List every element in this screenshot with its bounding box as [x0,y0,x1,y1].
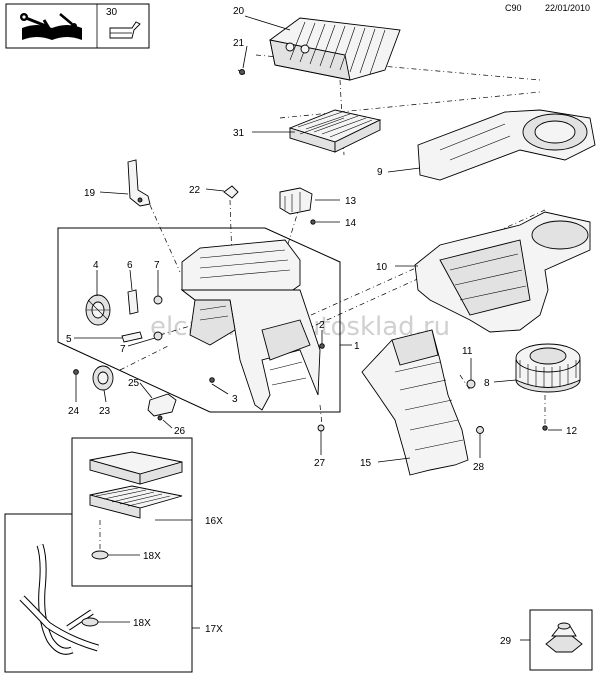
callout-2: 2 [319,320,325,331]
part-2-screw [319,343,325,349]
callout-21: 21 [233,38,245,49]
header-tool-box: 30 [5,3,150,49]
diagram-code: C90 [505,3,522,13]
part-20-evaporator-core [269,17,401,81]
callout-24: 24 [68,406,80,417]
wrench-book-icon [20,13,82,40]
part-18-seal-upper [91,520,109,560]
part-3-screw [209,377,215,383]
callout-16: 16X [205,516,223,527]
part-7-nut-upper [153,295,163,305]
part-16-filter-kit-box [71,437,193,587]
part-7-nut-lower [153,331,163,341]
callout-6: 6 [127,260,133,271]
part-1-assembly-frame [57,227,341,413]
callout-1: 1 [354,341,360,352]
callout-31: 31 [233,128,245,139]
callout-12: 12 [566,426,578,437]
callout-14: 14 [345,218,357,229]
callout-28: 28 [473,462,485,473]
callout-13: 13 [345,196,357,207]
callout-25: 25 [128,378,140,389]
part-25-sensor [147,393,177,417]
part-14-screw [310,219,316,225]
callout-26: 26 [174,426,186,437]
main-heater-housing [180,239,321,411]
part-26-screw [157,415,163,421]
callout-23: 23 [99,406,111,417]
part-4-gear-motor [85,294,111,326]
part-17-hose-kit-box [4,513,193,673]
callout-10: 10 [376,262,388,273]
part-29-nut-box [529,609,593,671]
part-24-screw [73,369,79,375]
callout-27: 27 [314,458,326,469]
oil-can-icon [109,21,141,39]
callout-20: 20 [233,6,245,17]
part-6-lever [127,289,139,315]
leader-lines [74,15,562,641]
tool-ref-label: 30 [106,7,118,18]
part-22-clip [223,185,239,199]
callout-29: 29 [500,636,512,647]
diagram-date: 22/01/2010 [545,3,590,13]
callout-22: 22 [189,185,201,196]
part-10-blower-housing-lower [414,211,591,333]
callout-4: 4 [93,260,99,271]
callout-18-lower: 18X [133,618,151,629]
part-8-blower-motor [515,343,581,393]
callout-9: 9 [377,167,383,178]
part-19-bracket [127,159,151,207]
part-9-blower-duct-upper [417,109,596,181]
callout-labels: 20 21 31 9 19 22 13 14 4 6 7 10 2 5 1 7 … [66,6,578,647]
part-23-actuator [92,365,114,391]
callout-5: 5 [66,334,72,345]
callout-7-upper: 7 [154,260,160,271]
part-18-seal-lower [81,617,99,627]
part-11-nut [466,379,476,389]
part-12-screw [542,425,548,431]
part-15-lower-duct [361,329,469,476]
callout-15: 15 [360,458,372,469]
callout-18-upper: 18X [143,551,161,562]
callout-17: 17X [205,624,223,635]
callout-3: 3 [232,394,238,405]
part-13-resistor [279,187,313,215]
part-21-screw [237,69,246,75]
callout-7-lower: 7 [120,344,126,355]
part-27-screw [317,424,325,432]
callout-19: 19 [84,188,96,199]
callout-11: 11 [462,346,473,357]
callout-8: 8 [484,378,490,389]
part-28-screw [476,426,484,434]
part-31-cabin-filter [288,109,382,153]
part-5-link [121,331,143,343]
